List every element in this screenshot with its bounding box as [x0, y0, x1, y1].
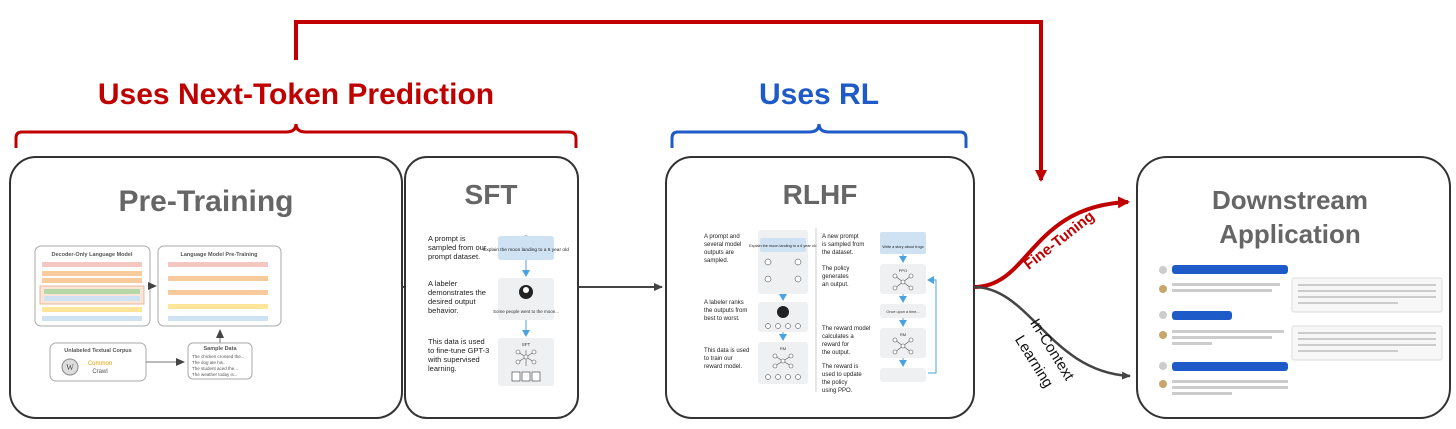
svg-text:an output.: an output. [822, 282, 849, 288]
sample-data: Sample Data The chicken crossed the... T… [187, 342, 253, 380]
svg-text:is sampled from: is sampled from [822, 242, 864, 248]
next-token-brace [14, 123, 578, 148]
fine-tuning-label: Fine-Tuning [1021, 208, 1098, 274]
svg-text:Unlabeled Textual Corpus: Unlabeled Textual Corpus [64, 348, 131, 354]
svg-text:behavior.: behavior. [428, 306, 458, 315]
svg-text:The reward is: The reward is [822, 364, 858, 370]
assistant-avatar-icon [1159, 285, 1167, 293]
svg-text:Once upon a time...: Once upon a time... [886, 310, 919, 314]
rlhf-right-steps: A new prompt is sampled from the dataset… [822, 234, 870, 394]
svg-text:The chicken crossed the...: The chicken crossed the... [192, 354, 245, 359]
svg-text:A labeler: A labeler [428, 279, 458, 288]
svg-text:A prompt is: A prompt is [428, 234, 466, 243]
wikipedia-icon [61, 358, 79, 376]
svg-text:sampled from our: sampled from our [428, 243, 487, 252]
svg-text:sampled.: sampled. [704, 258, 729, 264]
rlhf-right-illustration: Write a story about frogs PPO Once upon … [880, 232, 937, 382]
svg-text:Decoder-Only Language Model: Decoder-Only Language Model [52, 252, 133, 258]
top-routing-arrow [294, 20, 1047, 182]
svg-text:prompt dataset.: prompt dataset. [428, 252, 480, 261]
svg-text:Crawl: Crawl [92, 369, 107, 375]
chat-illustration [1159, 265, 1443, 395]
rlhf-left-steps: A prompt and several model outputs are s… [704, 234, 749, 370]
svg-text:to train our: to train our [704, 356, 733, 362]
user-avatar-icon [1159, 266, 1167, 274]
svg-text:with supervised: with supervised [427, 355, 480, 364]
downstream-title-1: Downstream [1212, 185, 1368, 215]
in-context-arrow [973, 285, 1131, 380]
downstream-title-2: Application [1219, 219, 1361, 249]
svg-text:outputs are: outputs are [704, 250, 735, 256]
svg-text:A labeler ranks: A labeler ranks [704, 300, 744, 306]
svg-text:A new prompt: A new prompt [822, 234, 859, 240]
svg-text:several model: several model [704, 242, 741, 248]
svg-text:SFT: SFT [522, 342, 531, 347]
rl-label: Uses RL [759, 78, 879, 111]
textual-corpus: Unlabeled Textual Corpus W Common Crawl [49, 342, 147, 382]
svg-text:best to worst.: best to worst. [704, 316, 740, 322]
svg-text:used to update: used to update [822, 372, 862, 378]
svg-text:Language Model Pre-Training: Language Model Pre-Training [180, 252, 257, 258]
svg-text:Explain the moon landing to a: Explain the moon landing to a 6 year old [749, 244, 817, 248]
svg-text:A prompt and: A prompt and [704, 234, 740, 240]
svg-text:the policy: the policy [822, 380, 847, 386]
svg-text:Write a story about frogs: Write a story about frogs [882, 245, 923, 249]
sft-illustration: Explain the moon landing to a 6 year old… [483, 235, 569, 386]
svg-text:RM: RM [900, 332, 906, 337]
svg-text:desired output: desired output [428, 297, 476, 306]
sft-steps: A prompt is sampled from our prompt data… [427, 234, 489, 373]
network-icon [515, 349, 537, 366]
fine-tuning-arrow [973, 196, 1130, 289]
svg-text:reward for: reward for [822, 342, 849, 348]
svg-text:The student aced the...: The student aced the... [192, 366, 238, 371]
lm-pretraining-panel: Language Model Pre-Training [157, 245, 282, 327]
rl-brace [670, 123, 968, 148]
svg-text:the dataset.: the dataset. [822, 250, 854, 256]
svg-text:This data is used: This data is used [428, 337, 485, 346]
svg-text:The reward model: The reward model [822, 326, 870, 332]
svg-text:calculates a: calculates a [822, 334, 854, 340]
svg-text:to fine-tune GPT-3: to fine-tune GPT-3 [428, 346, 489, 355]
svg-text:using PPO.: using PPO. [822, 388, 853, 394]
svg-text:demonstrates the: demonstrates the [428, 288, 486, 297]
svg-text:Explain the moon landing to a: Explain the moon landing to a 6 year old [483, 247, 569, 253]
svg-text:The policy: The policy [822, 266, 849, 272]
svg-text:W: W [66, 363, 74, 372]
rlhf-title: RLHF [783, 179, 858, 210]
decoder-model-panel: Decoder-Only Language Model [34, 245, 151, 327]
sft-title: SFT [465, 179, 518, 210]
rlhf-left-illustration: Explain the moon landing to a 6 year old… [749, 230, 817, 384]
next-token-label: Uses Next-Token Prediction [98, 78, 494, 111]
svg-text:Common: Common [88, 361, 112, 367]
svg-text:learning.: learning. [428, 364, 457, 373]
svg-text:Some people went to the moon..: Some people went to the moon... [493, 309, 559, 314]
svg-text:The dog ate his...: The dog ate his... [192, 360, 227, 365]
svg-text:the outputs from: the outputs from [704, 308, 747, 314]
pretraining-title: Pre-Training [118, 185, 293, 218]
svg-text:Sample Data: Sample Data [203, 346, 237, 352]
svg-text:generates: generates [822, 274, 849, 280]
svg-text:the output.: the output. [822, 350, 851, 356]
svg-text:PPO: PPO [899, 268, 907, 273]
labeler-rank-icon [777, 306, 789, 318]
svg-text:The weather today is...: The weather today is... [192, 372, 238, 377]
svg-text:This data is used: This data is used [704, 348, 749, 354]
svg-text:RM: RM [780, 346, 786, 351]
svg-text:reward model.: reward model. [704, 364, 742, 370]
